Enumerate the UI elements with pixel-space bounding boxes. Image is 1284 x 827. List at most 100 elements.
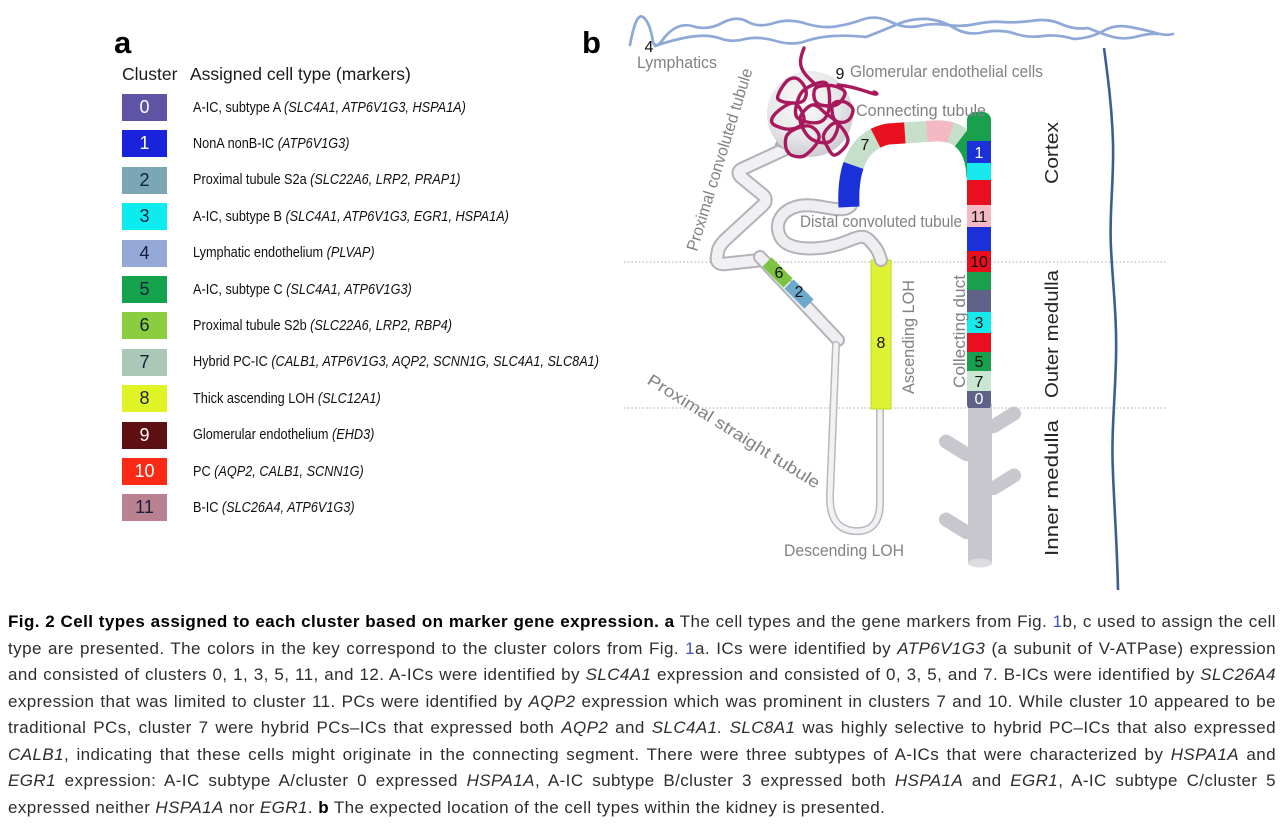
number-duct-7: 7 bbox=[975, 374, 984, 391]
duct-segment-cluster-11 bbox=[967, 205, 991, 227]
cluster-swatch: 4 bbox=[122, 239, 167, 267]
panel-b-label: b bbox=[582, 25, 601, 60]
caption-run: The cell types and the gene markers from… bbox=[674, 612, 1053, 631]
collecting-duct-inner-medulla bbox=[939, 404, 1021, 568]
caption-run: Fig. 2 Cell types assigned to each clust… bbox=[8, 612, 675, 631]
cluster-description: PC (AQP2, CALB1, SCNN1G) bbox=[193, 463, 364, 480]
caption-run: , A-IC subtype C/cluster 5 expressed nei… bbox=[8, 771, 1276, 817]
caption-run: EGR1 bbox=[1010, 771, 1059, 790]
cluster-swatch: 2 bbox=[122, 166, 167, 194]
label-collecting-duct: Collecting duct bbox=[951, 275, 969, 388]
cluster-swatch: 1 bbox=[122, 130, 167, 158]
label-lymphatics: Lymphatics bbox=[637, 54, 717, 72]
glomerulus bbox=[767, 46, 879, 159]
duct-branch-right-2 bbox=[986, 468, 1021, 496]
caption-run: EGR1 bbox=[259, 797, 308, 817]
caption-run: AQP2 bbox=[528, 691, 576, 711]
cluster-swatch: 7 bbox=[122, 348, 167, 376]
caption-run: . bbox=[307, 797, 319, 817]
cluster-swatch: 9 bbox=[122, 421, 167, 449]
caption-run: HSPA1A bbox=[155, 797, 224, 817]
cluster-description: Lymphatic endothelium (PLVAP) bbox=[193, 245, 375, 262]
cluster-swatch: 0 bbox=[122, 94, 167, 121]
duct-segment-green-2 bbox=[967, 272, 991, 290]
caption-run: SLC26A4 bbox=[1200, 665, 1276, 684]
caption-run: b, c used to assign the cell type are pr… bbox=[8, 612, 1276, 658]
cluster-swatch: 8 bbox=[122, 385, 167, 413]
caption-run: nor bbox=[223, 797, 260, 817]
cluster-description: A-IC, subtype B (SLC4A1, ATP6V1G3, EGR1,… bbox=[193, 208, 509, 225]
caption-run: SLC4A1. SLC8A1 bbox=[651, 718, 796, 737]
caption-run: (a subunit of V-ATPase) expression and c… bbox=[8, 638, 1276, 685]
distal-convoluted-tubule bbox=[770, 198, 888, 267]
caption-run: HSPA1A bbox=[894, 771, 964, 790]
duct-segment-cluster-1 bbox=[967, 141, 991, 163]
cluster-swatch: 3 bbox=[122, 203, 167, 231]
caption-run: expression that was limited to cluster 1… bbox=[8, 691, 529, 711]
kidney-diagram: 4 9 7 6 2 8 1 11 10 3 5 7 0 Lymphatics G… bbox=[624, 14, 1175, 591]
caption-run: was highly selective to hybrid PC–ICs th… bbox=[795, 718, 1277, 737]
duct-gray-trunk bbox=[968, 404, 992, 564]
caption-run[interactable]: 1 bbox=[685, 638, 696, 658]
duct-segment-slate-1 bbox=[967, 290, 991, 312]
number-duct-10: 10 bbox=[970, 254, 988, 271]
label-inner-medulla: Inner medulla bbox=[1042, 419, 1062, 556]
duct-segment-cluster-0 bbox=[967, 391, 991, 408]
arch-segment-red bbox=[838, 120, 988, 208]
arch-segment-blue bbox=[838, 120, 988, 208]
caption-run: and bbox=[1239, 744, 1276, 764]
lymphatic-line-1 bbox=[628, 14, 1160, 47]
caption-run: HSPA1A bbox=[466, 771, 535, 790]
number-arch-7: 7 bbox=[861, 137, 870, 154]
caption-run: expression which was prominent in cluste… bbox=[8, 691, 1276, 738]
duct-segment-cluster-5 bbox=[967, 352, 991, 371]
segment-cluster-2 bbox=[784, 279, 814, 309]
caption-run: expression and consisted of 0, 3, 5, and… bbox=[651, 665, 1201, 684]
caption-run: , indicating that these cells might orig… bbox=[63, 744, 1171, 764]
cluster-description: A-IC, subtype A (SLC4A1, ATP6V1G3, HSPA1… bbox=[193, 99, 466, 116]
duct-segment-green-1 bbox=[967, 112, 991, 141]
legend-row-cluster-8: 8 Thick ascending LOH (SLC12A1) bbox=[122, 385, 409, 413]
legend-row-cluster-1: 1 NonA nonB-IC (ATP6V1G3) bbox=[122, 130, 373, 158]
segment-cluster-6 bbox=[762, 257, 793, 288]
duct-segment-red-2 bbox=[967, 333, 991, 352]
caption-run: a. ICs were identified by bbox=[695, 638, 898, 658]
label-distal-convoluted: Distal convoluted tubule bbox=[800, 213, 962, 231]
duct-segment-cluster-10 bbox=[967, 251, 991, 272]
caption-run[interactable]: 1 bbox=[1052, 612, 1063, 631]
duct-segment-red-1 bbox=[967, 180, 991, 205]
number-duct-3: 3 bbox=[975, 315, 984, 332]
legend-row-cluster-2: 2 Proximal tubule S2a (SLC22A6, LRP2, PRA… bbox=[122, 166, 500, 194]
cluster-description: Thick ascending LOH (SLC12A1) bbox=[193, 390, 381, 407]
cluster-description: NonA nonB-IC (ATP6V1G3) bbox=[193, 135, 350, 152]
duct-segment-cluster-3 bbox=[967, 312, 991, 333]
caption-run: and bbox=[608, 718, 652, 737]
duct-branch-left-1 bbox=[939, 434, 974, 462]
legend-row-cluster-0: 0 A-IC, subtype A (SLC4A1, ATP6V1G3, HSPA… bbox=[122, 94, 507, 121]
cluster-description: Glomerular endothelium (EHD3) bbox=[193, 427, 375, 444]
caption-run: AQP2 bbox=[561, 718, 609, 737]
cluster-description: A-IC, subtype C (SLC4A1, ATP6V1G3) bbox=[193, 281, 412, 298]
number-duct-0: 0 bbox=[975, 391, 984, 408]
caption-run: ATP6V1G3 bbox=[897, 638, 986, 658]
label-proximal-straight: Proximal straight tubule bbox=[644, 371, 823, 492]
duct-segment-blue-2 bbox=[967, 227, 991, 251]
label-ascending-loh: Ascending LOH bbox=[900, 280, 918, 394]
number-duct-11: 11 bbox=[971, 209, 988, 226]
caption-run: and bbox=[963, 771, 1011, 790]
figure-caption: Fig. 2 Cell types assigned to each clust… bbox=[0, 609, 1284, 821]
lymphatic-line-2 bbox=[653, 17, 1175, 48]
cluster-swatch: 11 bbox=[122, 494, 167, 522]
cluster-description: Proximal tubule S2a (SLC22A6, LRP2, PRAP… bbox=[193, 172, 461, 189]
duct-branch-right-1 bbox=[986, 406, 1021, 434]
number-loh-8: 8 bbox=[877, 335, 886, 352]
label-connecting-tubule: Connecting tubule bbox=[856, 102, 986, 120]
duct-segment-cluster-7 bbox=[967, 371, 991, 391]
legend-row-cluster-9: 9 Glomerular endothelium (EHD3) bbox=[122, 421, 401, 449]
label-descending-loh: Descending LOH bbox=[784, 542, 904, 560]
